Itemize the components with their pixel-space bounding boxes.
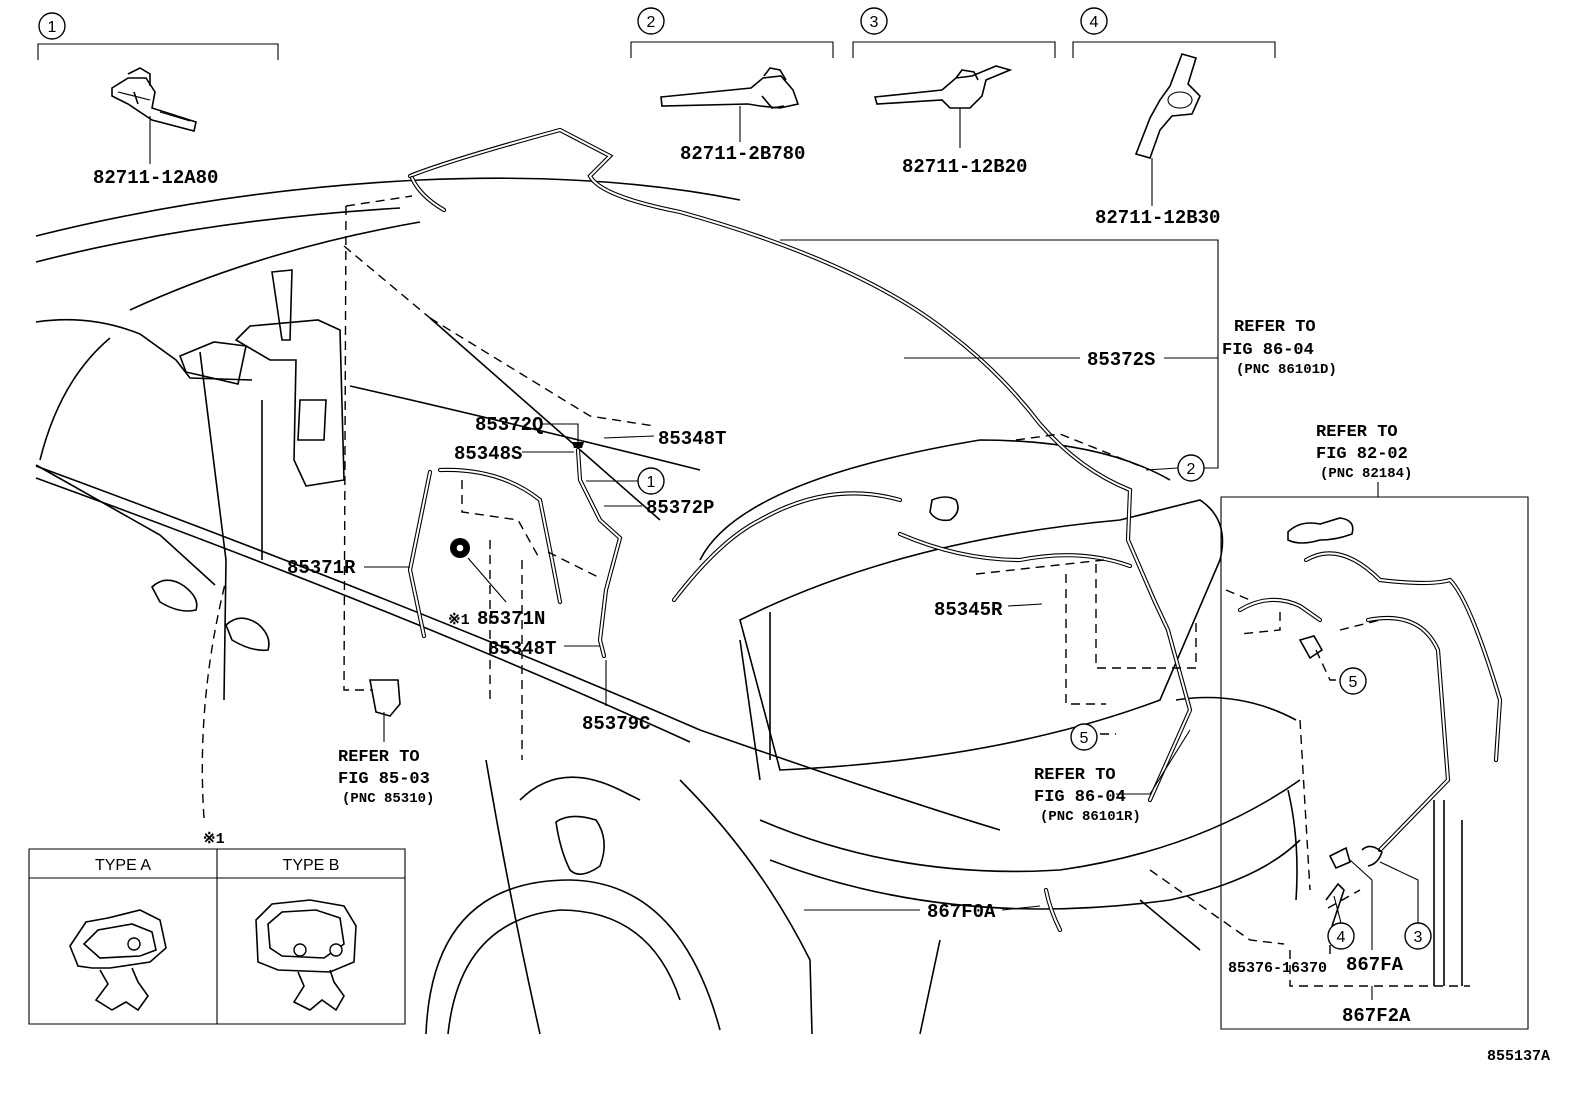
type-table: ※1 TYPE A TYPE B [29, 831, 405, 1024]
label-867F0A: 867F0A [927, 901, 996, 923]
ref-82184-line1: REFER TO [1316, 423, 1398, 442]
vehicle-body [36, 178, 1300, 1034]
ref-86101R-line3: (PNC 86101R) [1040, 809, 1141, 825]
label-85371N: 85371N [477, 608, 545, 630]
label-85372P: 85372P [646, 497, 714, 519]
callout-3-inset-number: 3 [1414, 929, 1423, 946]
leader-867FA-a [1350, 860, 1372, 880]
leader-85371N [468, 558, 506, 602]
label-85348T-upper: 85348T [658, 428, 726, 450]
label-82711-2B780: 82711-2B780 [680, 143, 805, 165]
ref-85310-line1: REFER TO [338, 748, 420, 767]
reference-86101D: REFER TO FIG 86-04 (PNC 86101D) [1222, 318, 1337, 378]
callout-5-on-car [1071, 724, 1097, 750]
callout-4-inset-number: 4 [1337, 929, 1346, 946]
type-b-clip-drawing [256, 900, 356, 1010]
ref-86101R-line1: REFER TO [1034, 766, 1116, 785]
label-82711-12B20: 82711-12B20 [902, 156, 1027, 178]
type-table-note: ※1 [203, 831, 225, 848]
clip-part-1a-drawing [112, 68, 196, 131]
joint-85372Q [572, 442, 584, 448]
type-b-header: TYPE B [283, 857, 340, 874]
ref-85310-line3: (PNC 85310) [342, 791, 434, 807]
leader-callout-4-inset [1334, 896, 1341, 923]
reference-86101R: REFER TO FIG 86-04 (PNC 86101R) [1034, 730, 1190, 825]
clip-part-3-drawing [875, 66, 1010, 108]
callout-5-inset-number: 5 [1349, 674, 1358, 691]
callout-4-group: 4 82711-12B30 [1073, 8, 1275, 229]
callout-1-bracket [38, 44, 278, 60]
callout-1-on-car-number: 1 [647, 474, 656, 491]
ref-86101D-line1: REFER TO [1234, 318, 1316, 337]
callout-2-on-car-number: 2 [1187, 461, 1196, 478]
leader-86101R [1116, 730, 1190, 794]
ref-82184-line2: FIG 82-02 [1316, 445, 1408, 464]
callout-5-inset [1340, 668, 1366, 694]
leader-callout-2 [1146, 468, 1178, 470]
callout-4-bracket [1073, 42, 1275, 58]
bracket-86101D [780, 240, 1218, 468]
labels: 85372S 85372Q 85348T 85348S 1 85372P 853… [287, 240, 1431, 1027]
label-85372Q: 85372Q [475, 414, 543, 436]
label-82711-12B30: 82711-12B30 [1095, 207, 1220, 229]
label-867F2A: 867F2A [1342, 1005, 1411, 1027]
ref-86101D-line3: (PNC 86101D) [1236, 362, 1337, 378]
callout-4-circle [1081, 8, 1107, 34]
leader-callout-3-inset [1380, 862, 1418, 923]
callout-3-circle [861, 8, 887, 34]
label-867FA: 867FA [1346, 954, 1404, 976]
callout-1-number: 1 [48, 19, 57, 36]
inset-box [1221, 497, 1528, 1029]
ref-86101D-line2: FIG 86-04 [1222, 341, 1314, 360]
label-85376-16370: 85376-16370 [1228, 960, 1327, 977]
washer-tank [180, 270, 400, 716]
callout-2-circle [638, 8, 664, 34]
label-85348S: 85348S [454, 443, 522, 465]
ref-82184-line3: (PNC 82184) [1320, 466, 1412, 482]
leader-85345R [1008, 604, 1042, 606]
callout-2-bracket [631, 42, 833, 58]
type-a-clip-drawing [70, 910, 166, 1010]
callout-3-number: 3 [870, 14, 879, 31]
leader-85348T-upper [604, 436, 654, 438]
label-85371R: 85371R [287, 557, 356, 579]
callout-4-number: 4 [1090, 14, 1099, 31]
label-85379C: 85379C [582, 713, 650, 735]
callout-1-circle [39, 13, 65, 39]
label-85372S: 85372S [1087, 349, 1155, 371]
label-85345R: 85345R [934, 599, 1003, 621]
type-a-header: TYPE A [95, 857, 151, 874]
leader-85372Q [542, 424, 578, 442]
callout-2-number: 2 [647, 14, 656, 31]
callout-2-group: 2 82711-2B780 [631, 8, 833, 165]
reference-85310: REFER TO FIG 85-03 (PNC 85310) [338, 712, 434, 807]
clip-part-2-drawing [661, 68, 798, 108]
washer-hoses [410, 130, 1500, 930]
ref-85310-line2: FIG 85-03 [338, 770, 430, 789]
dashed-guides [344, 196, 1470, 986]
note-mark-85371N: ※1 [448, 612, 470, 629]
leader-867F0A-right [1002, 906, 1040, 910]
label-82711-12A80: 82711-12A80 [93, 167, 218, 189]
callout-3-bracket [853, 42, 1055, 58]
reference-82184: REFER TO FIG 82-02 (PNC 82184) [1316, 423, 1412, 497]
callout-3-group: 3 82711-12B20 [853, 8, 1055, 178]
label-85348T-lower: 85348T [488, 638, 556, 660]
figure-caption: 855137A [1487, 1048, 1550, 1065]
clip-part-4-drawing [1136, 54, 1200, 158]
ref-86101R-line2: FIG 86-04 [1034, 788, 1126, 807]
grommet-85371N [450, 538, 470, 558]
callout-1-group: 1 82711-12A80 [38, 13, 278, 189]
callout-5-on-car-number: 5 [1080, 730, 1089, 747]
